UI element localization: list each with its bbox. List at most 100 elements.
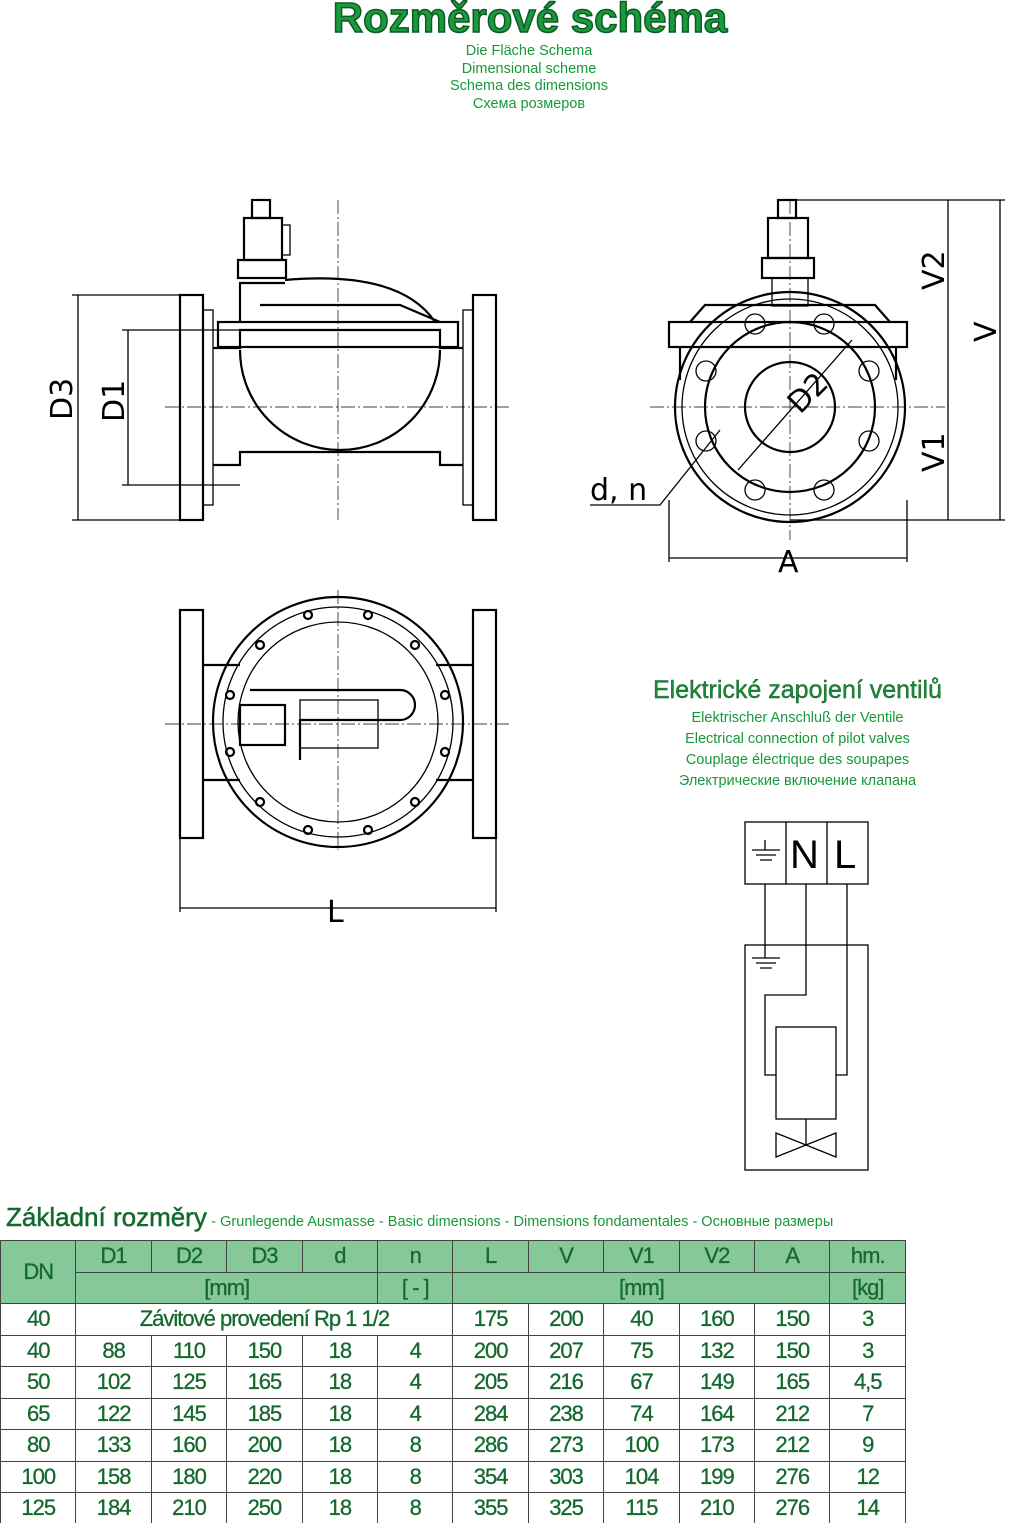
header-d2: D2 xyxy=(150,1240,228,1273)
cell: 303 xyxy=(527,1460,605,1493)
cell: 276 xyxy=(754,1460,831,1493)
label-l: L xyxy=(327,895,344,930)
cell: 150 xyxy=(754,1303,831,1336)
cell: 40 xyxy=(0,1334,77,1367)
side-view-drawing: D2 d, n A V2 V V1 xyxy=(590,198,1005,580)
cell: 4 xyxy=(377,1366,454,1399)
threaded-note: Závitové provedení Rp 1 1/2 xyxy=(75,1303,454,1336)
cell: 200 xyxy=(452,1334,529,1367)
subtitle-de: Die Fläche Schema xyxy=(465,43,593,59)
cell: 284 xyxy=(452,1397,529,1430)
cell: 12 xyxy=(829,1460,906,1493)
electrical-subtitles: Elektrischer Anschluß der Ventile Electr… xyxy=(600,708,995,792)
header-n: n xyxy=(377,1240,454,1273)
table-heading: Základní rozměry - Grunlegende Ausmasse … xyxy=(6,1202,834,1233)
valve-drawings: D3 D1 D2 d, n A V2 V V1 L N L xyxy=(45,198,1005,1171)
label-d3: D3 xyxy=(45,378,80,420)
top-view-drawing: L xyxy=(165,590,510,930)
cell: 207 xyxy=(527,1334,605,1367)
header-dn: DN xyxy=(0,1240,77,1304)
cell: 18 xyxy=(301,1397,379,1430)
cell: 355 xyxy=(452,1492,529,1523)
cell: 40 xyxy=(0,1303,77,1336)
cell: 145 xyxy=(150,1397,228,1430)
cell: 65 xyxy=(0,1397,77,1430)
cell: 74 xyxy=(603,1397,680,1430)
cell: 199 xyxy=(678,1460,756,1493)
cell: 273 xyxy=(527,1429,605,1462)
cell: 40 xyxy=(603,1303,680,1336)
cell: 125 xyxy=(150,1366,228,1399)
cell: 160 xyxy=(678,1303,756,1336)
label-d1: D1 xyxy=(97,380,132,422)
cell: 110 xyxy=(150,1334,228,1367)
cell: 4 xyxy=(377,1397,454,1430)
cell: 18 xyxy=(301,1366,379,1399)
header-v1: V1 xyxy=(603,1240,680,1273)
cell: 3 xyxy=(829,1303,906,1336)
cell: 132 xyxy=(678,1334,756,1367)
cell: 149 xyxy=(678,1366,756,1399)
header-v: V xyxy=(527,1240,605,1273)
electrical-subtitle-en: Electrical connection of pilot valves xyxy=(685,731,910,747)
unit-mm: [mm] xyxy=(75,1271,379,1304)
cell: 212 xyxy=(754,1429,831,1462)
cell: 9 xyxy=(829,1429,906,1462)
header-v2: V2 xyxy=(678,1240,756,1273)
front-view-drawing: D3 D1 xyxy=(45,198,510,522)
cell: 100 xyxy=(603,1429,680,1462)
subtitle-ru: Схема розмеров xyxy=(472,95,586,112)
header-weight: hm. xyxy=(829,1240,906,1273)
cell: 205 xyxy=(452,1366,529,1399)
cell: 115 xyxy=(603,1492,680,1523)
cell: 125 xyxy=(0,1492,77,1523)
terminal-n: N xyxy=(790,833,819,877)
cell: 175 xyxy=(452,1303,529,1336)
cell: 158 xyxy=(75,1460,152,1493)
cell: 80 xyxy=(0,1429,77,1462)
cell: 18 xyxy=(301,1334,379,1367)
cell: 184 xyxy=(75,1492,152,1523)
cell: 18 xyxy=(301,1492,379,1523)
electrical-subtitle-fr: Couplage électrique des soupapes xyxy=(685,752,910,768)
cell: 8 xyxy=(377,1460,454,1493)
label-v1: V1 xyxy=(917,432,952,472)
cell: 185 xyxy=(226,1397,303,1430)
cell: 200 xyxy=(226,1429,303,1462)
label-d-n: d, n xyxy=(590,473,647,508)
cell: 67 xyxy=(603,1366,680,1399)
cell: 104 xyxy=(603,1460,680,1493)
header-d: d xyxy=(301,1240,379,1273)
cell: 180 xyxy=(150,1460,228,1493)
cell: 122 xyxy=(75,1397,152,1430)
cell: 133 xyxy=(75,1429,152,1462)
cell: 216 xyxy=(527,1366,605,1399)
subtitle-en: Dimensional scheme xyxy=(461,60,597,77)
cell: 165 xyxy=(226,1366,303,1399)
cell: 102 xyxy=(75,1366,152,1399)
cell: 276 xyxy=(754,1492,831,1523)
page-title: Rozměrové schéma xyxy=(332,0,728,42)
cell: 150 xyxy=(754,1334,831,1367)
unit-kg: [kg] xyxy=(829,1271,906,1304)
label-v2: V2 xyxy=(917,250,952,290)
cell: 165 xyxy=(754,1366,831,1399)
electrical-title: Elektrické zapojení ventilů xyxy=(652,676,943,704)
cell: 173 xyxy=(678,1429,756,1462)
cell: 160 xyxy=(150,1429,228,1462)
header-l: L xyxy=(452,1240,529,1273)
cell: 212 xyxy=(754,1397,831,1430)
label-v: V xyxy=(969,321,1004,342)
cell: 8 xyxy=(377,1429,454,1462)
cell: 354 xyxy=(452,1460,529,1493)
header-d1: D1 xyxy=(75,1240,152,1273)
cell: 3 xyxy=(829,1334,906,1367)
electrical-subtitle-de: Elektrischer Anschluß der Ventile xyxy=(691,710,904,726)
cell: 210 xyxy=(150,1492,228,1523)
cell: 4,5 xyxy=(829,1366,906,1399)
